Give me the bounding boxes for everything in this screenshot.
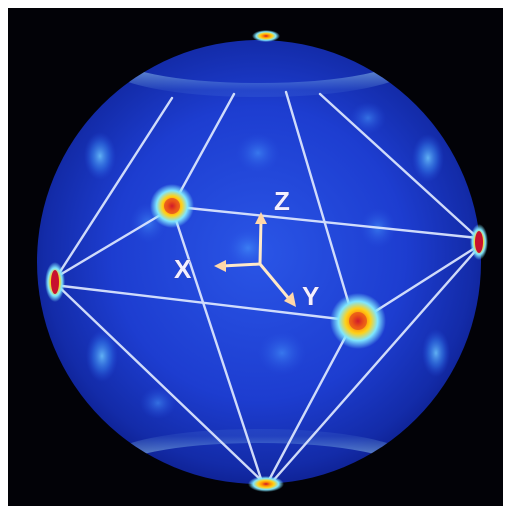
spot-core <box>475 231 483 253</box>
pattern-blob <box>236 133 280 173</box>
spot-core <box>51 270 59 294</box>
sphere-panel: Z X Y <box>8 8 503 506</box>
top-spot <box>252 30 280 42</box>
pattern-blob <box>84 132 116 180</box>
pattern-blob <box>412 134 444 182</box>
spot-core <box>164 198 180 214</box>
pattern-blob <box>226 228 270 268</box>
axis-label-y: Y <box>302 281 319 311</box>
x-axis-line <box>222 264 260 266</box>
pattern-blob <box>258 331 306 375</box>
pattern-blob <box>140 387 176 419</box>
pattern-blob <box>422 329 450 377</box>
spot-core <box>349 312 367 330</box>
diffraction-sphere-figure: Z X Y <box>8 8 503 506</box>
axis-label-x: X <box>174 254 192 284</box>
pattern-blob <box>350 102 386 134</box>
z-axis-line <box>260 220 261 264</box>
axis-label-z: Z <box>274 186 290 216</box>
bottom-spot <box>248 476 284 492</box>
